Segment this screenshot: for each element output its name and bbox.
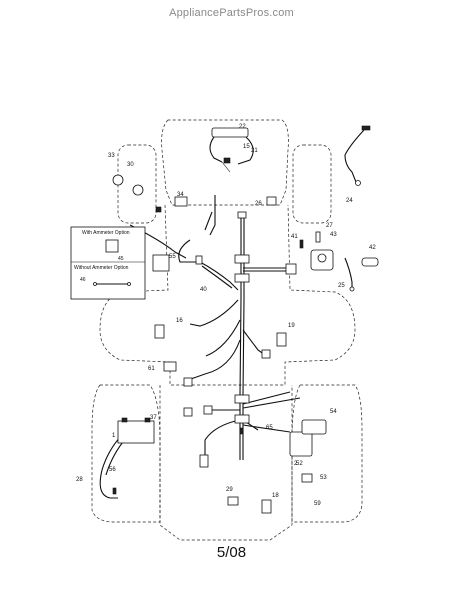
callout-21: 21 [251,148,258,154]
callout-37: 37 [150,415,157,421]
callout-55: 55 [169,254,176,260]
callout-53: 53 [320,475,327,481]
callout-40: 40 [200,287,207,293]
callout-43: 43 [330,232,337,238]
without-ammeter-callout: 46 [80,277,86,283]
callout-26: 26 [255,201,262,207]
callout-30: 30 [127,162,134,168]
with-ammeter-callout: 45 [118,256,124,262]
callout-34: 34 [177,192,184,198]
callout-2: 2 [294,461,298,467]
callout-18: 18 [272,493,279,499]
callout-41: 41 [291,234,298,240]
callout-15: 15 [243,144,250,150]
callout-61: 61 [148,366,155,372]
callout-1: 1 [112,433,116,439]
callout-25: 25 [338,283,345,289]
callout-29: 29 [226,487,233,493]
tractor-outline [91,119,363,541]
page-number: 5/08 [216,544,247,561]
callout-56: 56 [109,467,116,473]
callout-27: 27 [326,223,333,229]
component-parts [112,125,379,514]
with-ammeter-label: With Ammeter Option [82,230,130,236]
dash-harness [209,127,254,173]
callout-28: 28 [76,477,83,483]
callout-52: 52 [296,461,303,467]
callout-16-left: 16 [176,318,183,324]
callout-labels: 33 30 22 15 21 34 26 24 27 41 43 42 25 5… [76,124,376,507]
watermark-text: AppliancePartsPros.com [169,7,294,19]
callout-54: 54 [330,409,337,415]
callout-42: 42 [369,245,376,251]
callout-22: 22 [239,124,246,130]
without-ammeter-label: Without Ammeter Option [74,265,129,271]
callout-33: 33 [108,153,115,159]
callout-65: 65 [266,425,273,431]
callout-24: 24 [346,198,353,204]
callout-59: 59 [314,501,321,507]
callout-19: 19 [288,323,295,329]
ammeter-inset: With Ammeter Option 45 Without Ammeter O… [70,226,146,300]
harness-connectors [183,211,297,424]
wire-harness [99,195,301,499]
